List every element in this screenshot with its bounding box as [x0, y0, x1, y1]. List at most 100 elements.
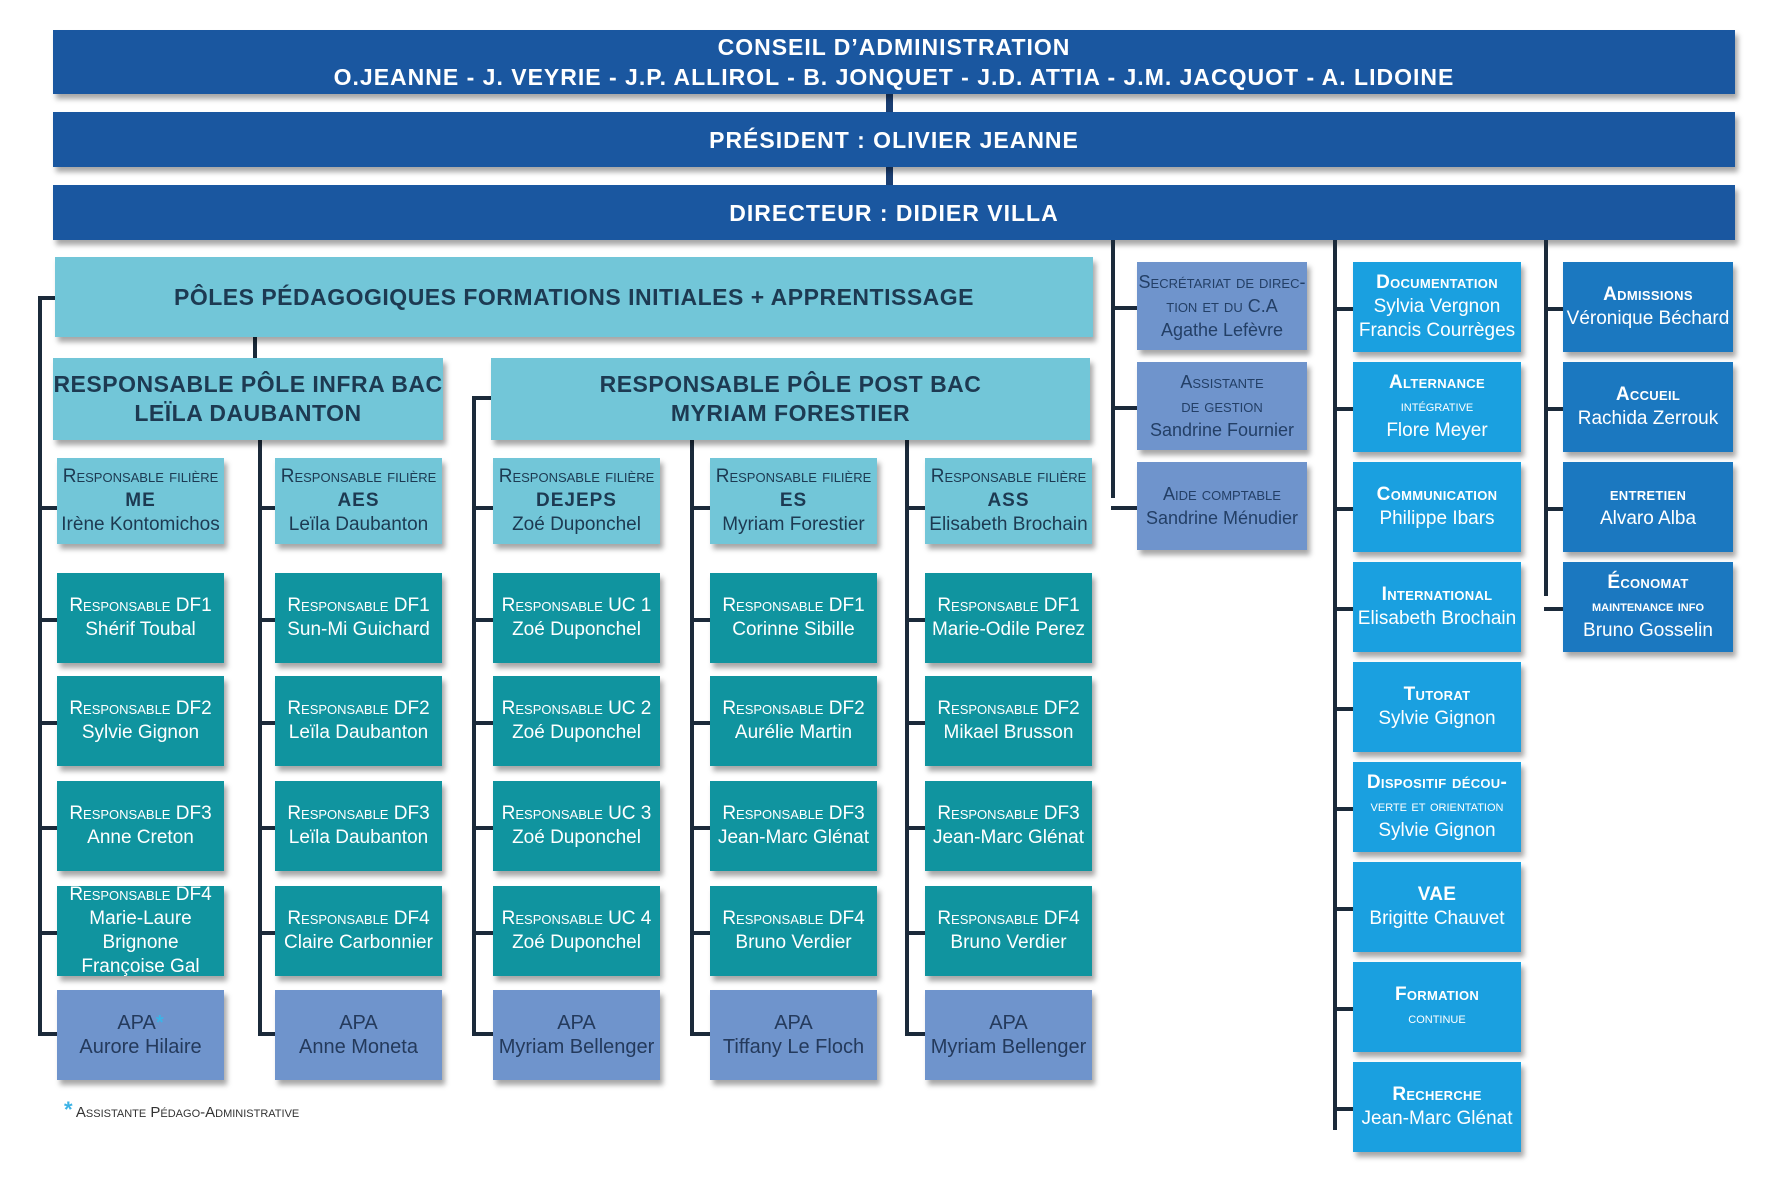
connector: [1333, 907, 1353, 911]
connector: [253, 337, 257, 359]
filiere-name: Myriam Forestier: [722, 514, 865, 535]
service-role-2: continue: [1408, 1010, 1466, 1027]
filiere-name: Zoé Duponchel: [512, 514, 641, 535]
df-role: Responsable UC 4: [501, 908, 652, 929]
df-role: Responsable DF2: [69, 698, 212, 719]
df-role: Responsable UC 3: [501, 803, 652, 824]
connector: [690, 826, 710, 830]
filiere-name: Leïla Daubanton: [288, 514, 429, 535]
df-role: Responsable DF1: [722, 595, 865, 616]
connector: [905, 440, 909, 1036]
service-role: Documentation: [1376, 272, 1498, 293]
secretariat-role: Secrétariat de direc-: [1138, 272, 1306, 292]
service-name: Sylvie Gignon: [1378, 708, 1496, 729]
asterisk-icon: *: [64, 1097, 73, 1122]
secretariat-name: Agathe Lefèvre: [1160, 320, 1284, 340]
connector: [472, 396, 491, 400]
admin-role: Économat: [1607, 572, 1689, 593]
connector: [40, 618, 57, 622]
df-role: Responsable DF4: [937, 908, 1080, 929]
df-role: Responsable DF3: [937, 803, 1080, 824]
board-title: CONSEIL D’ADMINISTRATION: [717, 34, 1071, 60]
connector: [905, 721, 925, 725]
df-name: Anne Creton: [87, 827, 194, 848]
connector: [905, 506, 925, 510]
df-role: Responsable UC 1: [501, 595, 652, 616]
admin-name: Alvaro Alba: [1599, 508, 1697, 529]
connector: [690, 931, 710, 935]
df-role: Responsable DF1: [287, 595, 430, 616]
apa-label: APA: [557, 1011, 596, 1035]
apa-name: Tiffany Le Floch: [722, 1036, 865, 1058]
df-name: Leïla Daubanton: [288, 827, 429, 848]
infra-name: LEÏLA DAUBANTON: [134, 400, 362, 426]
connector: [258, 506, 275, 510]
connector: [1111, 240, 1115, 498]
connector: [1111, 506, 1137, 510]
connector: [1333, 807, 1353, 811]
infra-box: RESPONSABLE PÔLE INFRA BAC LEÏLA DAUBANT…: [53, 358, 443, 440]
service-role: International: [1381, 584, 1493, 605]
filiere-code: ASS: [987, 490, 1030, 511]
asterisk-icon: *: [155, 1012, 164, 1034]
admin-role: Admissions: [1603, 284, 1693, 305]
apa-name: Myriam Bellenger: [930, 1036, 1087, 1058]
connector: [1333, 1107, 1353, 1111]
connector: [1544, 607, 1563, 611]
secretariat-name: Sandrine Fournier: [1149, 420, 1295, 440]
df-role: Responsable DF2: [722, 698, 865, 719]
board-box: CONSEIL D’ADMINISTRATION O.JEANNE - J. V…: [53, 30, 1735, 94]
president-label: PRÉSIDENT : OLIVIER JEANNE: [709, 126, 1079, 153]
apa-name: Myriam Bellenger: [498, 1036, 655, 1058]
connector: [690, 618, 710, 622]
admin-role-2: maintenance info: [1592, 598, 1704, 615]
service-role: Alternance: [1389, 372, 1485, 393]
df-name: Zoé Duponchel: [512, 932, 641, 953]
service-name: Philippe Ibars: [1379, 508, 1495, 529]
df-role: Responsable DF4: [722, 908, 865, 929]
connector: [1111, 306, 1137, 310]
service-role: Communication: [1376, 484, 1498, 505]
df-box: Responsable UC 4 Zoé Duponchel: [493, 886, 660, 976]
apa-label: APA: [339, 1011, 378, 1035]
df-name: Bruno Verdier: [735, 932, 852, 953]
poles-box: PÔLES PÉDAGOGIQUES FORMATIONS INITIALES …: [55, 257, 1093, 337]
connector: [1544, 307, 1563, 311]
admin-name: Bruno Gosselin: [1583, 620, 1713, 641]
service-role: Recherche: [1392, 1084, 1482, 1105]
service-name: Sylvia Vergnon: [1373, 296, 1501, 317]
connector: [40, 931, 57, 935]
connector: [690, 506, 710, 510]
apa-label: APA: [774, 1011, 813, 1035]
filiere-code: ME: [125, 490, 156, 511]
connector: [1333, 707, 1353, 711]
service-role-2: intégrative: [1400, 398, 1474, 415]
filiere-role: Responsable filière: [715, 466, 872, 487]
connector: [40, 721, 57, 725]
connector: [1333, 507, 1353, 511]
post-name: MYRIAM FORESTIER: [670, 400, 911, 426]
connector: [1111, 406, 1137, 410]
service-name-2: Francis Courrèges: [1358, 320, 1516, 341]
connector: [40, 1032, 57, 1036]
filiere-role: Responsable filière: [498, 466, 655, 487]
df-role: Responsable DF3: [69, 803, 212, 824]
footnote-text: Assistante Pédago-Administrative: [75, 1104, 300, 1121]
